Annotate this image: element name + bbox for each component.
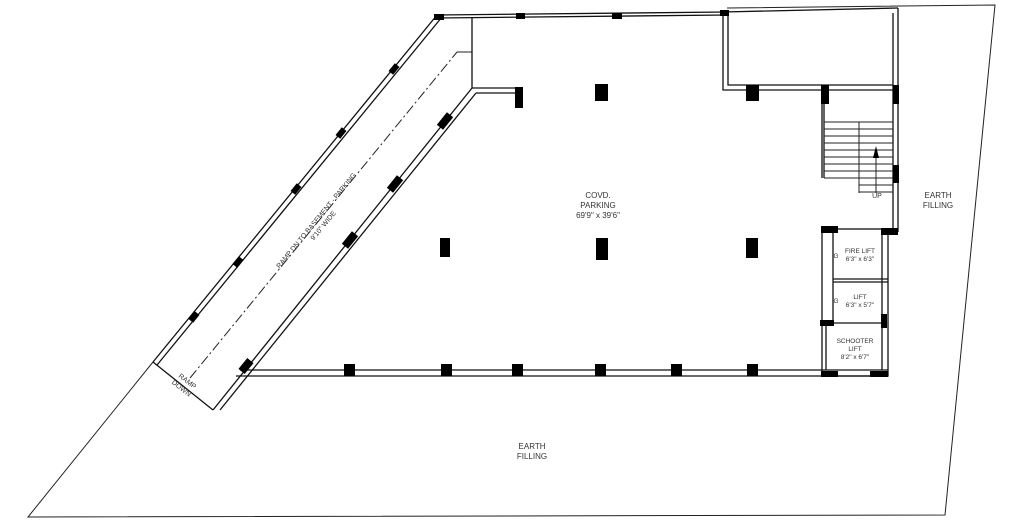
earth-filling-right: EARTH FILLING [923, 191, 953, 210]
columns [188, 10, 899, 377]
earth-bottom-2: FILLING [517, 452, 547, 461]
lift-door: G [833, 298, 838, 305]
site-boundary [26, 4, 996, 518]
parking-label-1: COVD. [585, 191, 610, 200]
parking-label-2: PARKING [580, 201, 615, 210]
fire-lift-door: G [833, 253, 838, 260]
ramp: RAMP DN TO BASEMENT - PARKING 9'10" WIDE… [152, 14, 477, 411]
earth-filling-bottom: EARTH FILLING [517, 442, 547, 461]
stair-treads [824, 121, 893, 193]
lift-dims: 6'3" x 5'7" [846, 302, 875, 309]
schooter-lift-dims: 8'2" x 6'7" [841, 354, 870, 361]
schooter-lift-name-1: SCHOOTER [837, 338, 874, 345]
earth-bottom-1: EARTH [519, 442, 546, 451]
schooter-lift: SCHOOTER LIFT 8'2" x 6'7" [837, 338, 874, 361]
stair-up-label: UP [872, 193, 882, 200]
fire-lift-name: FIRE LIFT [845, 248, 875, 255]
fire-lift-dims: 6'3" x 6'3" [846, 256, 875, 263]
parking-label: COVD. PARKING 69'9" x 39'6" [576, 191, 620, 220]
lift: LIFT 6'3" x 5'7" G [833, 294, 874, 309]
schooter-lift-name-2: LIFT [848, 346, 861, 353]
lift-name: LIFT [853, 294, 866, 301]
earth-right-1: EARTH [925, 191, 952, 200]
up-arrow-icon [873, 146, 879, 158]
earth-right-2: FILLING [923, 201, 953, 210]
parking-dimensions: 69'9" x 39'6" [576, 211, 620, 220]
fire-lift: FIRE LIFT 6'3" x 6'3" G [833, 248, 875, 263]
